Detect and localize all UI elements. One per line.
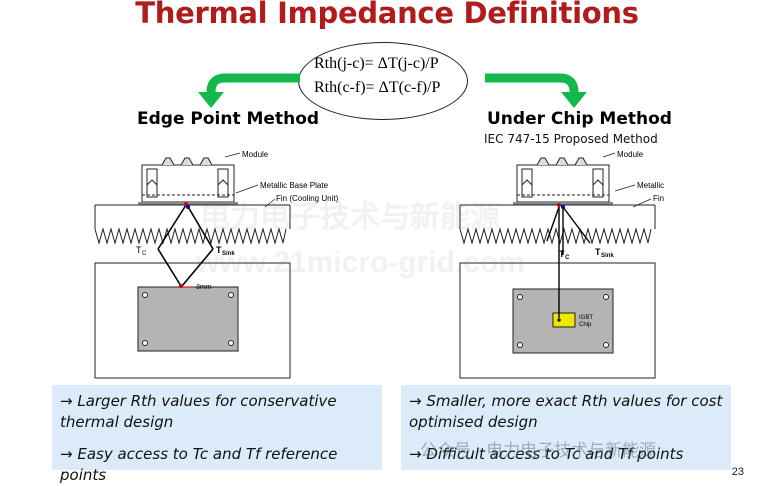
right-label-tc-sub: C bbox=[565, 255, 570, 261]
right-label-tsink-sub: Sink bbox=[601, 253, 614, 259]
left-baseplate-bottom bbox=[137, 286, 239, 352]
right-bullet-2: → Difficult access to Tc and Tf points bbox=[409, 445, 684, 463]
left-method-title: Edge Point Method bbox=[137, 109, 320, 129]
left-label-fin: Fin (Cooling Unit) bbox=[276, 194, 339, 203]
right-label-base: Metallic bbox=[637, 181, 664, 190]
left-diagram: Module Metallic Base Plate Fin (Cooling … bbox=[94, 150, 339, 379]
left-label-module: Module bbox=[242, 150, 269, 159]
left-label-3mm: 3mm bbox=[196, 284, 212, 291]
right-label-tsink: T bbox=[595, 247, 601, 257]
watermark-url: www.21micro-grid.com bbox=[196, 246, 525, 279]
page-number: 23 bbox=[731, 466, 744, 478]
left-label-tsink-sub: Sink bbox=[222, 251, 235, 257]
right-arrow-icon bbox=[485, 73, 587, 108]
right-bullet-box: → Smaller, more exact Rth values for cos… bbox=[401, 385, 731, 470]
right-label-module: Module bbox=[617, 150, 644, 159]
igbt-chip bbox=[552, 312, 576, 328]
wechat-watermark: 公众号 · 电力电子技术与新能源 bbox=[420, 441, 657, 460]
left-label-base: Metallic Base Plate bbox=[260, 181, 329, 190]
left-measure-lines bbox=[157, 204, 214, 287]
right-bullet-1: → Smaller, more exact Rth values for cos… bbox=[409, 392, 723, 431]
formula-rth-cf: Rth(c-f)= ΔT(c-f)/P bbox=[314, 79, 441, 96]
left-base-plate bbox=[138, 202, 238, 205]
left-label-tsink: T bbox=[216, 245, 222, 255]
formula-rth-jc: Rth(j-c)= ΔT(j-c)/P bbox=[314, 55, 439, 72]
left-bullet-box: → Larger Rth values for conservative the… bbox=[52, 385, 382, 484]
right-label-fin: Fin bbox=[653, 194, 664, 203]
left-label-tc-sub: C bbox=[142, 251, 147, 257]
left-label-tc: T bbox=[136, 245, 142, 255]
right-method-subtitle: IEC 747-15 Proposed Method bbox=[484, 132, 658, 146]
right-label-tc: T bbox=[559, 249, 565, 259]
left-arrow-icon bbox=[198, 73, 300, 108]
chip-label-1: IGBT bbox=[579, 315, 593, 321]
slide-title: Thermal Impedance Definitions bbox=[135, 0, 639, 30]
watermark-cn: 电力电子技术与新能源 bbox=[200, 201, 500, 234]
left-module bbox=[141, 157, 235, 203]
chip-label-2: Chip bbox=[579, 322, 592, 328]
right-diagram: Module Metallic Fin T C T Sink IGBT Chip bbox=[459, 150, 664, 379]
right-method-title: Under Chip Method bbox=[487, 109, 672, 129]
left-bullet-1: → Larger Rth values for conservative the… bbox=[60, 392, 337, 431]
left-heatsink bbox=[94, 204, 291, 245]
